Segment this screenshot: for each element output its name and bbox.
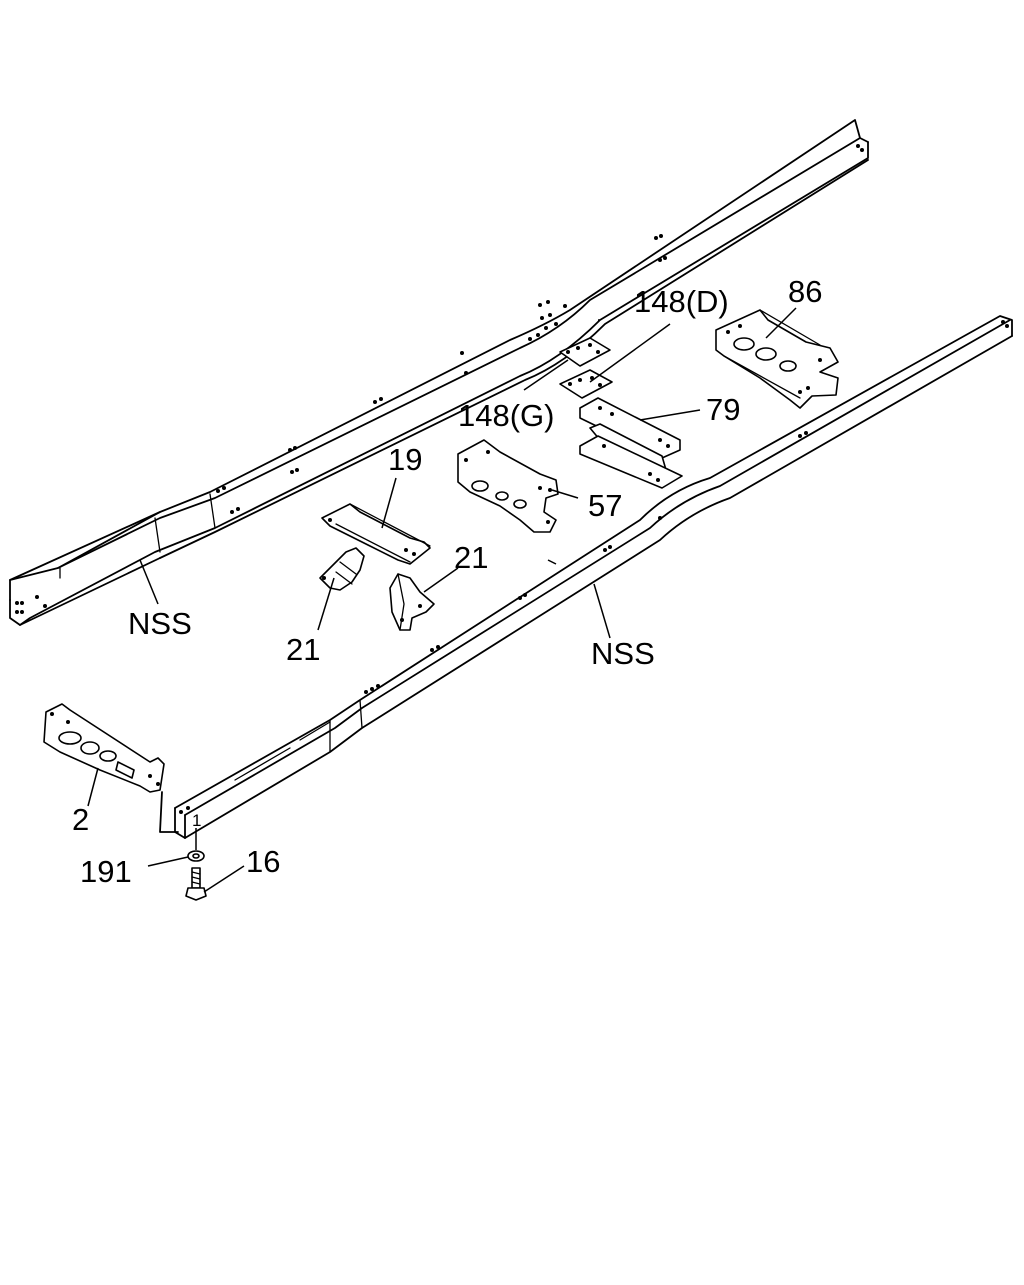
label-nss-left: NSS <box>128 606 192 641</box>
label-148g: 148(G) <box>458 398 554 433</box>
callout-labels: NSS NSS 148(D) 86 148(G) 79 19 57 21 21 … <box>72 274 822 889</box>
crossmember-79 <box>579 397 683 489</box>
label-21-right: 21 <box>454 540 488 575</box>
left-rail-bolt-holes <box>15 144 864 614</box>
bolt-16 <box>185 867 207 901</box>
leader-lines <box>87 307 797 893</box>
bracket-21-left <box>319 547 365 591</box>
crossmember-2 <box>43 703 165 793</box>
plate-148g <box>559 369 613 399</box>
label-191: 191 <box>80 854 132 889</box>
bracket-21-right <box>389 573 435 631</box>
label-79: 79 <box>706 392 740 427</box>
label-86: 86 <box>788 274 822 309</box>
crossmember-57 <box>457 439 559 533</box>
plate-148d <box>559 337 611 367</box>
label-nss-right: NSS <box>591 636 655 671</box>
label-19: 19 <box>388 442 422 477</box>
crossmember-86 <box>715 309 839 409</box>
right-rail-bolt-holes <box>179 320 1009 814</box>
washer-191 <box>187 850 205 862</box>
label-21-left: 21 <box>286 632 320 667</box>
left-frame-rail <box>9 119 869 626</box>
crossmember-19 <box>321 503 431 565</box>
label-2: 2 <box>72 802 89 837</box>
label-57: 57 <box>588 488 622 523</box>
right-frame-rail <box>159 315 1013 839</box>
label-148d: 148(D) <box>634 284 729 319</box>
label-16: 16 <box>246 844 280 879</box>
label-1: 1 <box>192 811 201 830</box>
